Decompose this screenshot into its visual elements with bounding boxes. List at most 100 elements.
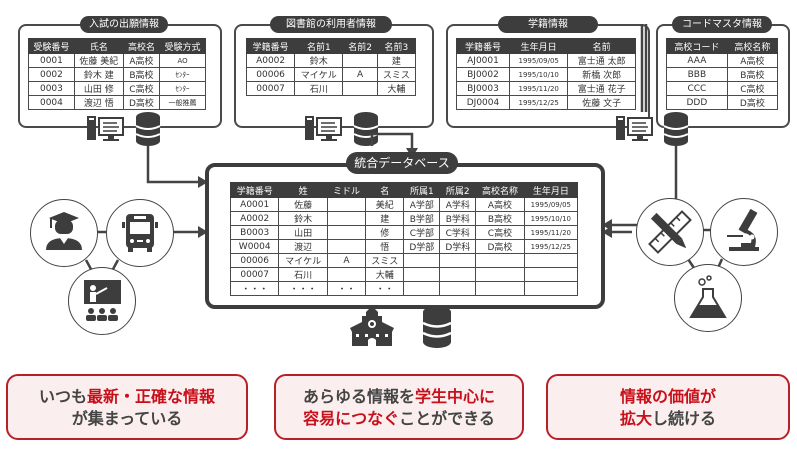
table-cell [403, 281, 441, 296]
column-header: 名前1 [294, 38, 344, 54]
table-cell: スミス [365, 253, 405, 268]
table-cell: ・・ [326, 281, 367, 296]
table-cell: ・・ [365, 281, 405, 296]
column-header: 受験方式 [159, 38, 206, 54]
table-cell: C学部 [403, 225, 441, 240]
source-title-code-master: コードマスタ情報 [672, 16, 772, 33]
table-cell: B学科 [439, 211, 477, 226]
table-cell: 一般推薦 [159, 95, 206, 110]
table-cell: B高校 [475, 211, 525, 226]
table-cell: D学部 [403, 239, 441, 254]
table-cell: 00007 [229, 267, 280, 282]
arrow-heads [198, 148, 612, 238]
pencil-ruler-circle [636, 198, 704, 266]
table-cell: B0003 [229, 225, 280, 240]
table-cell: 悟 [365, 239, 405, 254]
database-icon [663, 112, 689, 146]
message-text: いつも [38, 387, 87, 406]
message-text: ことができる [399, 409, 495, 428]
table-cell: 1995/10/10 [523, 211, 579, 226]
table-cell: 渡辺 [278, 239, 328, 254]
table-cell: 佐藤 文子 [567, 95, 636, 110]
table-cell: D学科 [439, 239, 477, 254]
table-cell [326, 197, 367, 212]
table-cell: 大輔 [365, 267, 405, 282]
table-cell [439, 267, 477, 282]
source-title-library-users: 図書館の利用者情報 [270, 16, 392, 33]
message-student-centric-connection: あらゆる情報を学生中心に容易につなぐことができる [274, 374, 524, 440]
table-cell: 山田 [278, 225, 328, 240]
highlight-text: 学生中心に [415, 387, 496, 406]
table-cell [523, 253, 579, 268]
table-cell: B学部 [403, 211, 441, 226]
source-title-entrance-application: 入試の出願情報 [80, 16, 168, 33]
table-cell: A学部 [403, 197, 441, 212]
bus-icon [122, 214, 158, 252]
table-cell [475, 281, 525, 296]
computer-icon [305, 116, 342, 141]
database-icon [135, 112, 161, 146]
message-line: いつも最新・正確な情報 [8, 386, 246, 408]
table-cell: 00006 [229, 253, 280, 268]
table-cell [326, 211, 367, 226]
message-always-latest-info: いつも最新・正確な情報が集まっている [6, 374, 248, 440]
table-cell [439, 253, 477, 268]
message-text: が集まっている [71, 409, 183, 428]
table-cell: 00007 [245, 81, 296, 96]
highlight-text: 容易につなぐ [303, 409, 400, 428]
column-header: 姓 [278, 182, 328, 198]
table-cell [326, 225, 367, 240]
message-line: 容易につなぐことができる [276, 408, 522, 430]
flask-icon [689, 275, 727, 318]
database-icon [422, 306, 452, 348]
table-cell [326, 267, 367, 282]
microscope-icon [727, 208, 759, 251]
bus-circle [106, 199, 174, 267]
computer-icon [616, 116, 653, 141]
table-cell: D高校 [475, 239, 525, 254]
column-header: 所属2 [439, 182, 477, 198]
table-cell: DDD [666, 95, 728, 110]
table-cell: A高校 [475, 197, 525, 212]
column-header: 名 [365, 182, 405, 198]
pencil-ruler-icon [648, 210, 692, 254]
column-header: ミドル [326, 182, 367, 198]
table-cell: 1995/12/25 [523, 239, 579, 254]
graduate-circle [30, 199, 98, 267]
table-cell [475, 253, 525, 268]
table-cell: ・・・ [229, 281, 280, 296]
table-row: ・・・・・・・・・・ [229, 281, 579, 296]
table-cell: C高校 [475, 225, 525, 240]
flask-circle [674, 264, 742, 332]
message-line: あらゆる情報を学生中心に [276, 386, 522, 408]
table-cell [475, 267, 525, 282]
table-cell: C学科 [439, 225, 477, 240]
message-line: が集まっている [8, 408, 246, 430]
table-cell: 美紀 [365, 197, 405, 212]
column-header: 高校名称 [475, 182, 525, 198]
table-cell: 建 [365, 211, 405, 226]
table-cell: ・・・ [278, 281, 328, 296]
message-line: 情報の価値が [548, 386, 788, 408]
table-cell: 1995/09/05 [523, 197, 579, 212]
column-header: 生年月日 [523, 182, 579, 198]
table-cell [342, 81, 378, 96]
table-cell [439, 281, 477, 296]
table-header-row: 学籍番号生年月日名前 [456, 38, 636, 54]
table-cell [326, 239, 367, 254]
table-cell: 1995/12/25 [508, 95, 569, 110]
column-header: 所属1 [403, 182, 441, 198]
